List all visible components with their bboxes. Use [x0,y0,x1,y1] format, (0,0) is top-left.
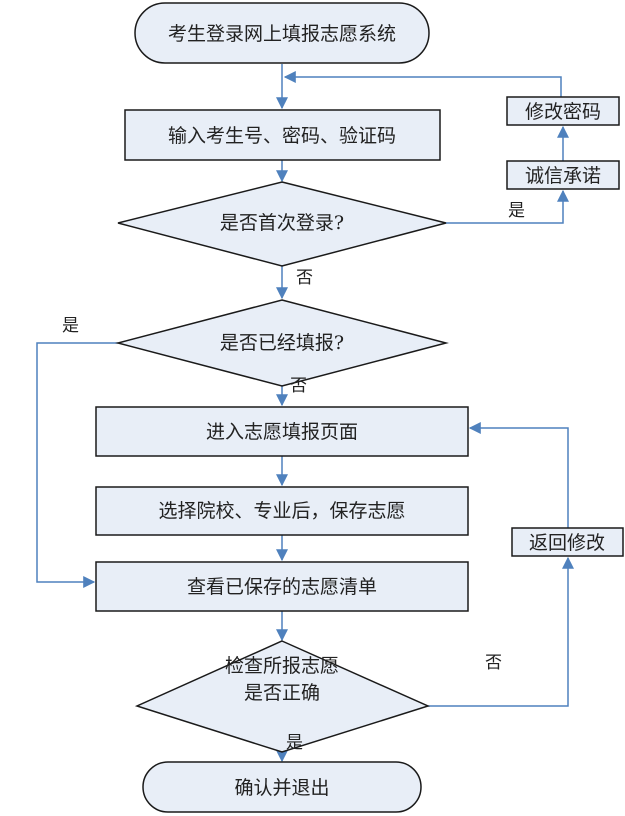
end-terminal: 确认并退出 [142,761,422,813]
edge-label-already-filled-no: 否 [290,376,307,396]
select-save-label: 选择院校、专业后，保存志愿 [158,500,405,522]
integrity-pledge-label: 诚信承诺 [525,165,601,187]
start-terminal: 考生登录网上填报志愿系统 [134,2,430,64]
check-correct-decision: 检查所报志愿 是否正确 [134,640,431,753]
already-filled-label: 是否已经填报? [220,332,344,354]
edge-change-password-loop [283,71,562,97]
first-login-decision: 是否首次登录? [117,181,447,267]
view-list-box: 查看已保存的志愿清单 [95,561,469,612]
integrity-pledge-box: 诚信承诺 [506,160,620,190]
change-password-label: 修改密码 [525,101,601,123]
edge-label-already-filled-yes: 是 [62,316,79,336]
edge-label-check-no: 否 [485,653,502,673]
edge-already-filled-yes [36,342,118,588]
change-password-box: 修改密码 [506,96,620,126]
already-filled-decision: 是否已经填报? [115,299,449,387]
check-correct-label-line2: 是否正确 [244,682,320,704]
end-label: 确认并退出 [234,777,329,799]
connectors [36,64,574,763]
edge-back-to-enter [468,422,569,528]
view-list-label: 查看已保存的志愿清单 [187,576,377,598]
go-back-modify-box: 返回修改 [511,527,624,557]
input-credentials-label: 输入考生号、密码、验证码 [168,125,396,147]
edge-label-check-yes: 是 [286,733,303,753]
edge-label-first-login-no: 否 [296,268,313,288]
check-correct-label-line1: 检查所报志愿 [225,655,339,677]
enter-page-box: 进入志愿填报页面 [95,406,469,457]
edge-first-login-yes [446,189,569,224]
select-save-box: 选择院校、专业后，保存志愿 [95,486,469,536]
start-label: 考生登录网上填报志愿系统 [168,23,396,45]
input-credentials-box: 输入考生号、密码、验证码 [124,109,441,161]
first-login-label: 是否首次登录? [220,212,344,234]
edge-check-no [428,556,574,707]
go-back-modify-label: 返回修改 [529,532,605,554]
edge-label-first-login-yes: 是 [508,201,525,221]
enter-page-label: 进入志愿填报页面 [206,421,358,443]
